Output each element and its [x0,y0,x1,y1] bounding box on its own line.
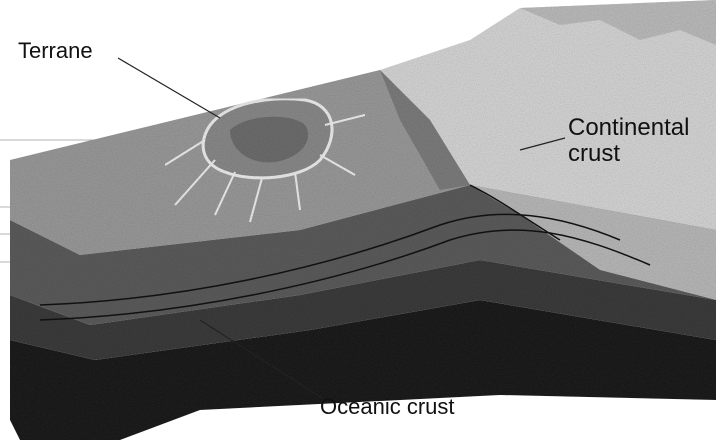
continental-crust-label-line1: Continental [568,116,689,140]
oceanic-crust-label: Oceanic crust [320,396,455,418]
continental-crust-label-line2: crust [568,142,620,166]
terrane-label: Terrane [18,40,93,62]
terrane-leader [118,58,220,118]
